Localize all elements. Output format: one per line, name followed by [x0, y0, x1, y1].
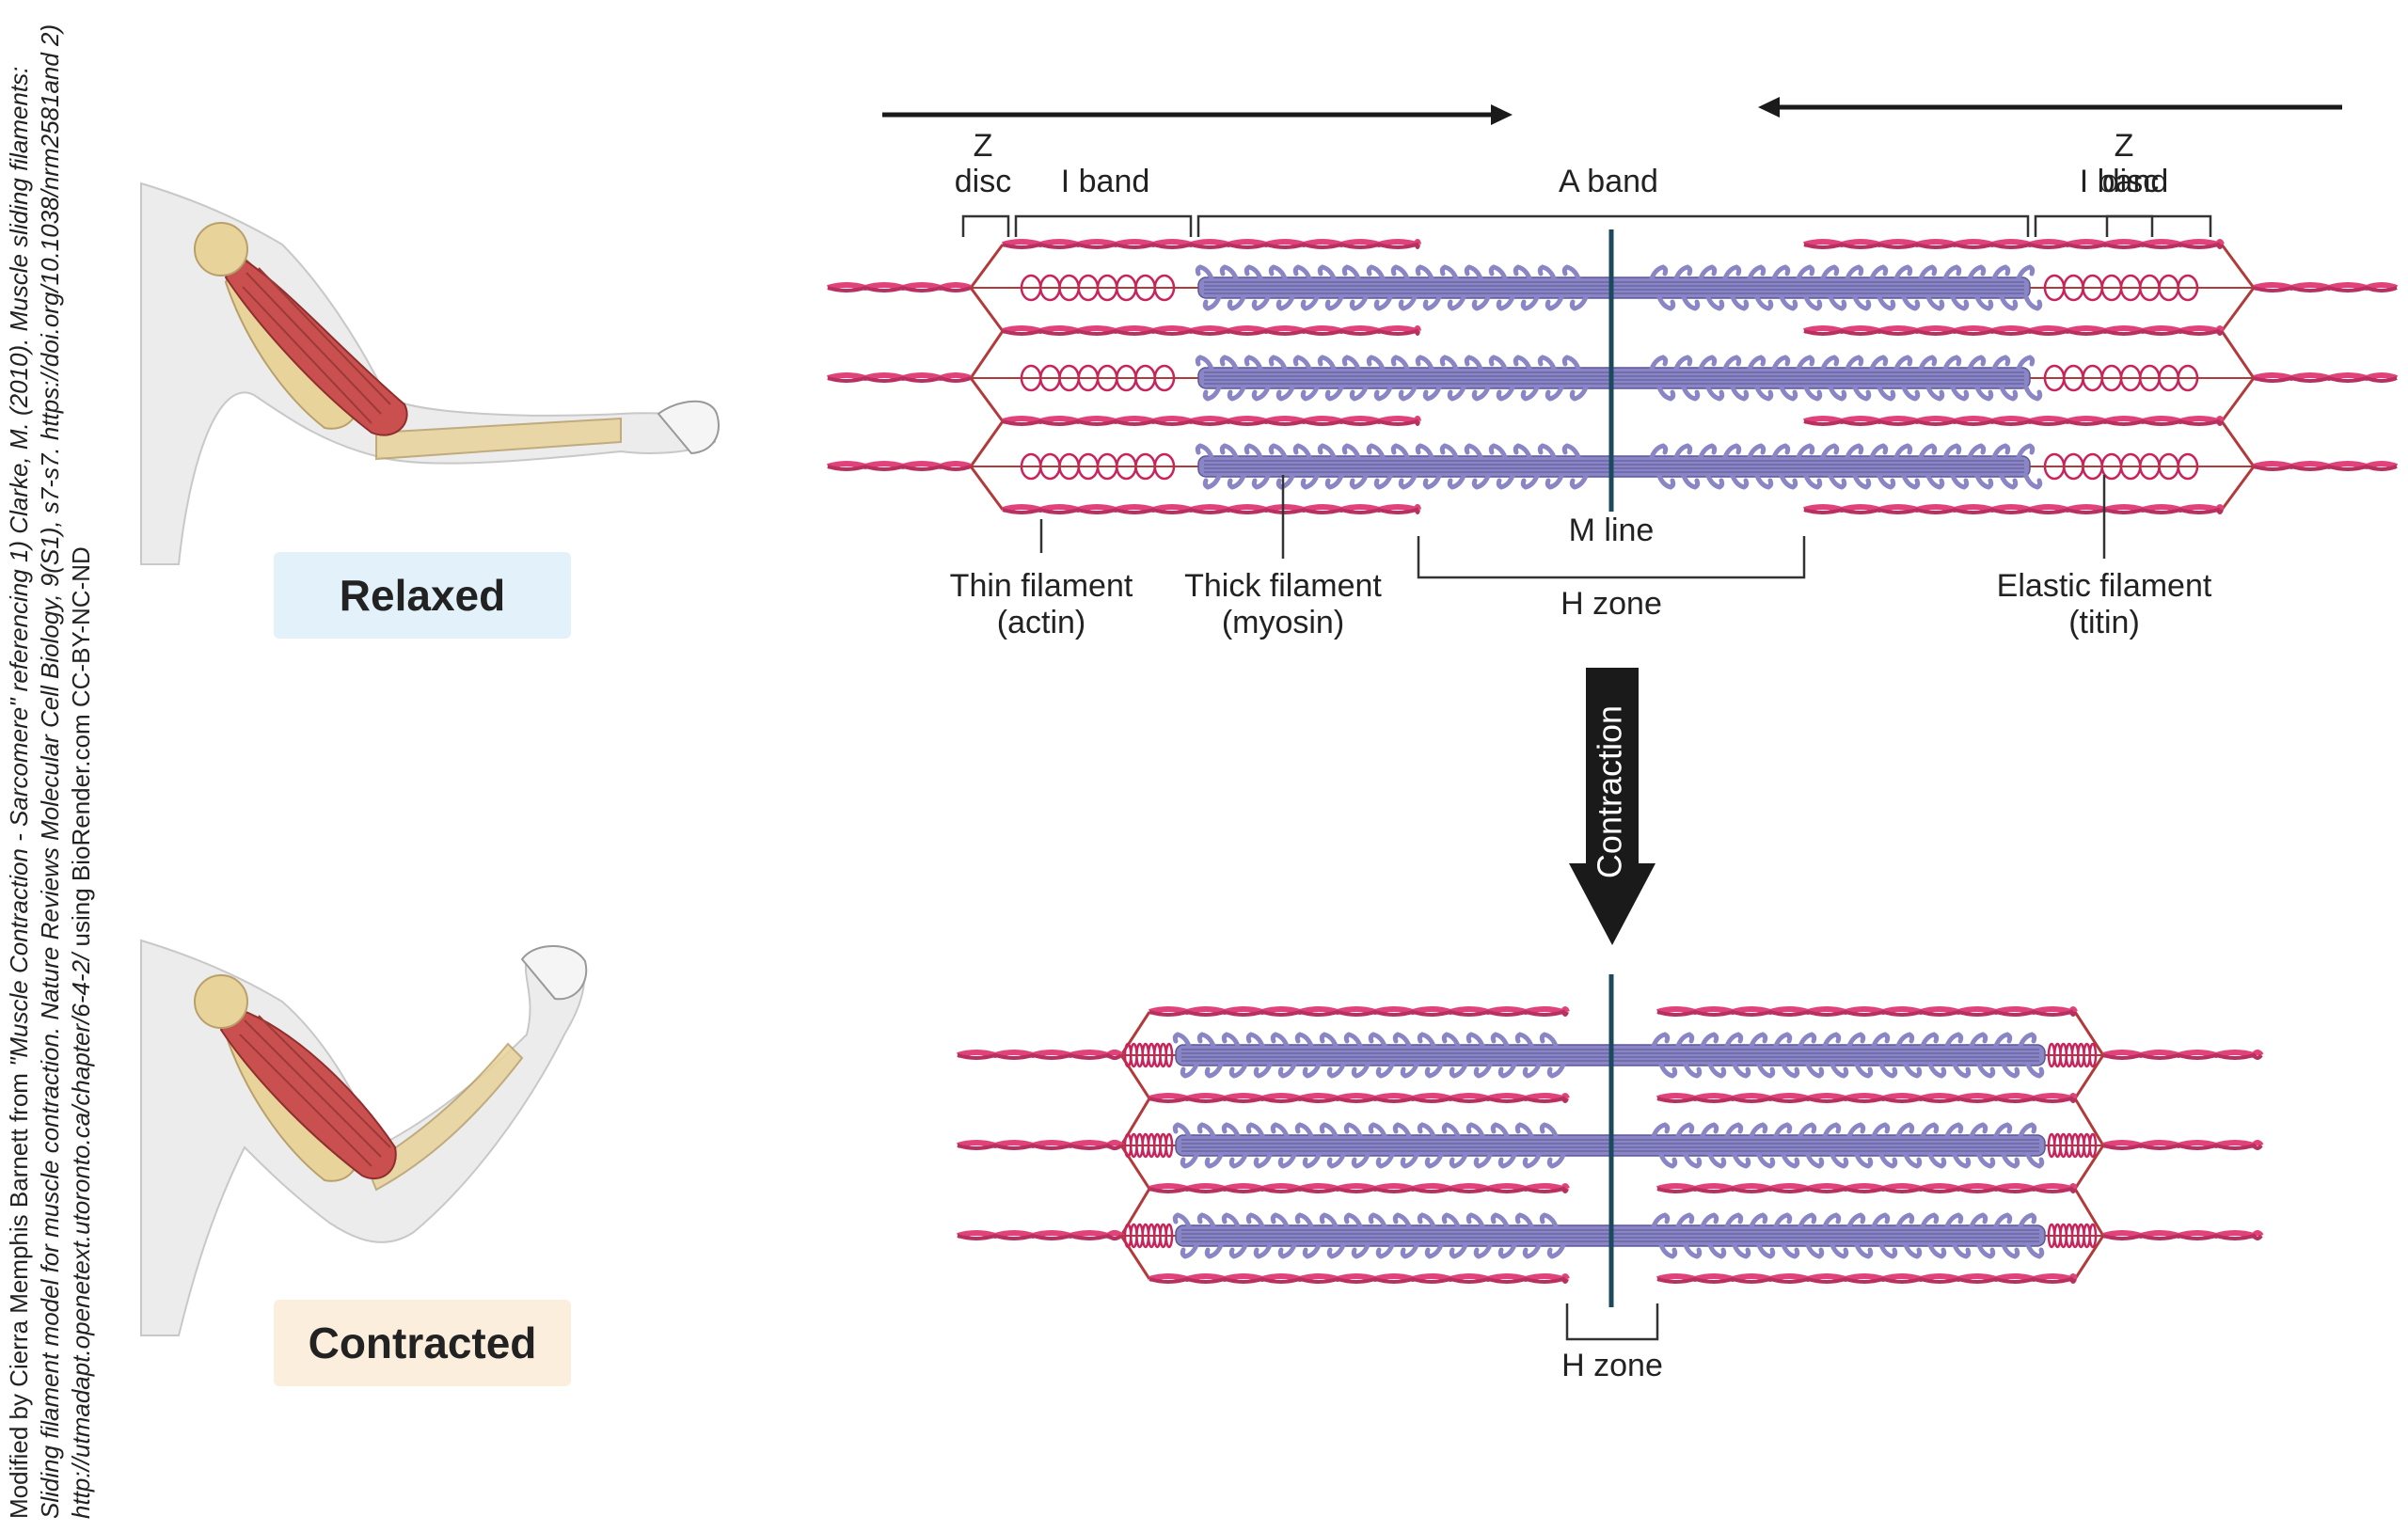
thin-filament-actin [827, 461, 973, 471]
thin-filament-actin [957, 1230, 1123, 1240]
thin-filament-actin [1149, 1093, 1570, 1103]
thin-filament-actin [2253, 372, 2399, 383]
contracted-sarcomere [957, 974, 2264, 1307]
thin-filament-actin [827, 372, 973, 383]
elastic-filament-titin [2043, 274, 2199, 302]
elastic-filament-titin [1020, 274, 1176, 302]
elastic-filament-titin [2047, 1223, 2098, 1249]
thin-filament-actin [957, 1050, 1123, 1060]
thick-filament-myosin [1195, 443, 2043, 490]
credit-title: "Muscle Contraction - Sarcomere" [5, 698, 33, 1066]
i-band-left-label: I band [1061, 164, 1150, 199]
elastic-filament-titin [1123, 1042, 1174, 1068]
thin-filament-actin [1803, 416, 2225, 426]
thin-filament-actin [1149, 1183, 1570, 1193]
z-disc-left-label-2: disc [955, 164, 1011, 199]
contraction-label: Contraction [1591, 705, 1629, 878]
elastic-filament-titin [2047, 1132, 2098, 1159]
contracted-state-label: Contracted [274, 1300, 571, 1386]
elastic-filament-titin [2043, 364, 2199, 392]
thin-filament-actin [1803, 504, 2225, 514]
elastic-filament-label-2: (titin) [2068, 605, 2140, 640]
z-disc-right-bracket [2105, 214, 2154, 237]
thin-filament-actin [1803, 239, 2225, 249]
thin-filament-label-1: Thin filament [950, 568, 1133, 604]
elastic-filament-titin [1123, 1132, 1174, 1159]
thin-filament-actin [1002, 325, 1421, 336]
thin-filament-actin [2102, 1050, 2264, 1060]
thin-filament-actin [1149, 1273, 1570, 1284]
thin-filament-actin [1656, 1006, 2078, 1017]
band-brackets [961, 214, 2212, 579]
thin-filament-actin [1002, 416, 1421, 426]
credit-author: Modified by Cierra Memphis Barnett from [5, 1066, 33, 1519]
i-band-right-bracket [2034, 214, 2212, 237]
thin-filament-actin [1149, 1006, 1570, 1017]
thick-filament-label-2: (myosin) [1222, 605, 1344, 640]
thin-filament-actin [827, 282, 973, 292]
thin-filament-actin [1002, 504, 1421, 514]
elastic-filament-titin [1123, 1223, 1174, 1249]
elastic-filament-label-1: Elastic filament [1997, 568, 2212, 604]
thick-filament-myosin [1195, 264, 2043, 311]
z-disc-right-label-1: Z [2115, 128, 2134, 164]
thin-filament-actin [1803, 325, 2225, 336]
thin-filament-actin [2253, 282, 2399, 292]
z-disc-left-label-1: Z [974, 128, 993, 164]
credit-suffix: using BioRender.com CC-BY-NC-ND [67, 546, 95, 954]
relaxed-state-label: Relaxed [274, 552, 571, 639]
attribution-credit: Modified by Cierra Memphis Barnett from … [4, 5, 97, 1519]
thin-filament-actin [1656, 1183, 2078, 1193]
elastic-filament-titin [2047, 1042, 2098, 1068]
thick-filament-label-1: Thick filament [1184, 568, 1382, 604]
thin-filament-actin [957, 1140, 1123, 1150]
relaxed-sarcomere [827, 229, 2399, 514]
i-band-left-bracket [1014, 214, 1193, 237]
thin-filament-actin [1656, 1273, 2078, 1284]
a-band-bracket [1196, 214, 2030, 237]
thin-filament-actin [2102, 1140, 2264, 1150]
left-arrow-head [1758, 97, 1780, 118]
right-arrow-head [1491, 104, 1513, 125]
thin-filament-actin [2102, 1230, 2264, 1240]
h-zone-label: H zone [1560, 586, 1662, 622]
h-zone-bracket [1417, 536, 1806, 579]
thin-filament-actin [1656, 1093, 2078, 1103]
z-disc-left-bracket [961, 214, 1010, 237]
z-disc-right-label-2: disc [2102, 164, 2159, 199]
elastic-filament-titin [2043, 452, 2199, 481]
h-zone-contracted-label: H zone [1561, 1348, 1663, 1383]
h-zone-contracted-bracket [1565, 1303, 1659, 1341]
thin-filament-actin [1002, 239, 1421, 249]
contraction-arrow: Contraction [1569, 668, 1656, 945]
m-line-label: M line [1569, 513, 1655, 548]
elastic-filament-titin [1020, 364, 1176, 392]
thick-filament-myosin [1195, 355, 2043, 402]
elastic-filament-titin [1020, 452, 1176, 481]
contracted-arm-illustration [140, 939, 588, 1336]
a-band-label: A band [1559, 164, 1658, 199]
thin-filament-actin [2253, 461, 2399, 471]
relaxed-arm-illustration [140, 182, 720, 565]
i-band-right-label: I band [2080, 164, 2169, 199]
thin-filament-label-2: (actin) [997, 605, 1085, 640]
